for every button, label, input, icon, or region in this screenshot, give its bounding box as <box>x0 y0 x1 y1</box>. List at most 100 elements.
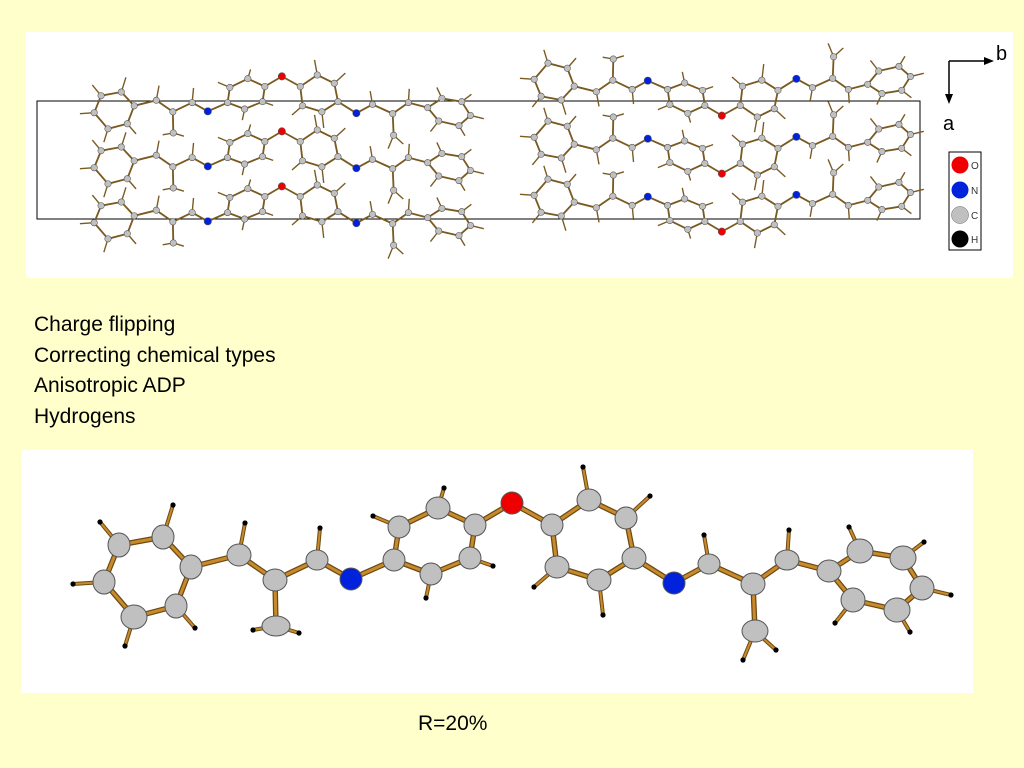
carbon-atom <box>758 192 766 200</box>
axes-indicator: b a <box>943 43 1007 135</box>
carbon-atom <box>90 219 98 227</box>
bond <box>172 211 193 223</box>
axis-a-label: a <box>943 113 955 135</box>
axis-b-arrow <box>984 57 994 65</box>
bond <box>533 120 549 138</box>
carbon-atom <box>664 143 672 151</box>
carbon-atom <box>537 92 545 100</box>
nitrogen-atom <box>339 567 363 591</box>
bond <box>812 135 834 147</box>
bond <box>172 156 193 168</box>
carbon-atom <box>241 215 249 223</box>
carbon-atom <box>97 202 105 210</box>
carbon-atom <box>864 80 872 88</box>
carbon-atom <box>808 84 816 92</box>
r-factor-label: R=20% <box>418 712 488 735</box>
carbon-atom <box>90 164 98 172</box>
carbon-atom <box>739 140 747 148</box>
carbon-atom <box>906 189 914 197</box>
carbon-atom <box>455 122 463 130</box>
carbon-atom <box>808 200 816 208</box>
carbon-atom <box>97 92 105 100</box>
carbon-atom <box>758 76 766 84</box>
carbon-atom <box>435 172 443 180</box>
carbon-atom <box>666 159 674 167</box>
carbon-atom <box>830 169 838 177</box>
carbon-atom <box>774 549 800 571</box>
nitrogen-atom <box>352 109 361 118</box>
carbon-atom <box>389 220 397 228</box>
bond <box>812 77 834 89</box>
carbon-atom <box>557 96 565 104</box>
carbon-atom <box>244 185 252 193</box>
carbon-atom <box>458 98 466 106</box>
hydrogen-atom <box>531 584 537 590</box>
bond <box>533 62 549 80</box>
legend-swatch-o <box>951 156 969 174</box>
oxygen-atom <box>717 111 726 120</box>
carbon-atom <box>878 148 886 156</box>
nitrogen-atom <box>792 132 801 141</box>
carbon-atom <box>188 154 196 162</box>
carbon-atom <box>530 133 538 141</box>
carbon-atom <box>844 143 852 151</box>
carbon-atom <box>318 108 326 116</box>
carbon-atom <box>169 218 177 226</box>
carbon-atom <box>609 134 617 142</box>
carbon-atom <box>152 206 160 214</box>
carbon-atom <box>226 193 234 201</box>
carbon-atom <box>774 144 782 152</box>
bond <box>831 172 835 195</box>
legend-swatch-h <box>951 230 969 248</box>
carbon-atom <box>419 562 443 586</box>
bond <box>372 103 394 115</box>
carbon-atom <box>844 85 852 93</box>
carbon-atom <box>530 75 538 83</box>
bond <box>573 143 597 151</box>
carbon-atom <box>557 212 565 220</box>
carbon-atom <box>609 171 617 179</box>
carbon-atom <box>107 532 131 558</box>
hydrogen-atom <box>170 502 176 508</box>
carbon-atom <box>540 513 564 537</box>
hydrogen-atom <box>122 643 128 649</box>
carbon-atom <box>169 108 177 116</box>
nitrogen-atom <box>792 74 801 83</box>
nitrogen-atom <box>643 76 652 85</box>
bond <box>812 193 834 205</box>
carbon-atom <box>739 198 747 206</box>
hydrogen-atom <box>701 532 707 538</box>
hydrogen-atom <box>948 592 954 598</box>
nitrogen-atom <box>352 164 361 173</box>
carbon-atom <box>878 90 886 98</box>
axis-a-arrow <box>945 94 953 104</box>
carbon-atom <box>829 190 837 198</box>
packed-molecule <box>519 159 924 249</box>
legend-label-n: N <box>971 186 978 197</box>
carbon-atom <box>586 568 612 592</box>
carbon-atom <box>681 195 689 203</box>
carbon-atom <box>169 129 177 137</box>
carbon-atom <box>313 71 321 79</box>
hydrogen-atom <box>907 629 913 635</box>
carbon-atom <box>701 102 709 109</box>
bond <box>133 99 157 107</box>
carbon-atom <box>844 201 852 209</box>
carbon-atom <box>224 209 232 217</box>
carbon-atom <box>130 157 138 165</box>
carbon-atom <box>169 239 177 247</box>
carbon-atom <box>909 575 935 601</box>
carbon-atom <box>557 154 565 162</box>
oxygen-atom <box>717 227 726 236</box>
carbon-atom <box>296 138 304 145</box>
carbon-atom <box>864 196 872 204</box>
carbon-atom <box>544 555 570 579</box>
carbon-atom <box>736 102 744 109</box>
hydrogen-atom <box>192 625 198 631</box>
carbon-atom <box>563 122 571 130</box>
carbon-atom <box>537 208 545 216</box>
carbon-atom <box>666 217 674 225</box>
carbon-atom <box>224 99 232 107</box>
carbon-atom <box>895 62 903 70</box>
carbon-atom <box>830 53 838 61</box>
